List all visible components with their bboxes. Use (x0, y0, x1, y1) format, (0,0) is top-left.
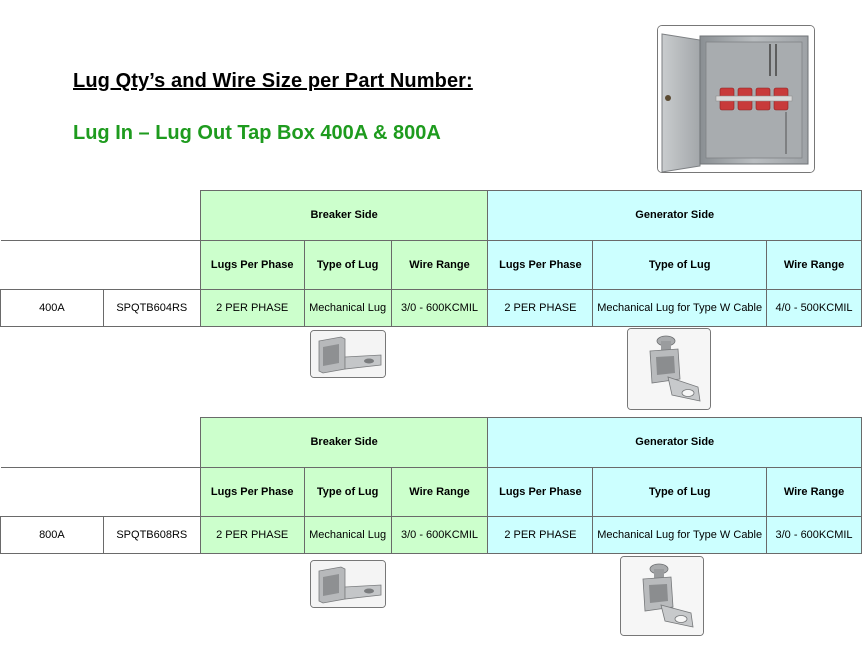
page-heading: Lug Qty’s and Wire Size per Part Number: (73, 70, 473, 92)
mechanical-lug-type-w-photo (620, 556, 704, 636)
breaker-wire-range-header: Wire Range (390, 240, 489, 290)
generator-wire-range-header: Wire Range (766, 240, 862, 290)
breaker-wire-range-cell: 3/0 - 600KCMIL (390, 289, 489, 327)
breaker-wire-range-header: Wire Range (390, 467, 489, 517)
tap-box-photo (657, 25, 815, 173)
breaker-side-header: Breaker Side (199, 417, 489, 468)
generator-wire-range-header: Wire Range (766, 467, 862, 517)
generator-side-header: Generator Side (487, 417, 862, 468)
generator-wire-range-cell: 3/0 - 600KCMIL (766, 516, 862, 554)
blank-cell (0, 467, 201, 517)
mechanical-lug-illustration (311, 331, 385, 377)
breaker-wire-range-cell: 3/0 - 600KCMIL (390, 516, 489, 554)
table-row: 400A SPQTB604RS 2 PER PHASE Mechanical L… (0, 289, 862, 327)
breaker-lug-type-cell: Mechanical Lug (303, 289, 392, 327)
rating-cell: 400A (0, 289, 104, 327)
generator-lugs-per-phase-header: Lugs Per Phase (487, 467, 594, 517)
mechanical-lug-type-w-photo (627, 328, 711, 410)
mechanical-lug-photo (310, 330, 386, 378)
blank-cell (0, 240, 201, 290)
part-number-cell: SPQTB604RS (102, 289, 201, 327)
breaker-lug-type-cell: Mechanical Lug (303, 516, 392, 554)
generator-lugs-cell: 2 PER PHASE (487, 516, 594, 554)
spec-table-400a: Breaker Side Generator Side Lugs Per Pha… (0, 190, 862, 327)
breaker-lugs-cell: 2 PER PHASE (199, 516, 305, 554)
table-row: 800A SPQTB608RS 2 PER PHASE Mechanical L… (0, 516, 862, 554)
blank-cell (0, 417, 201, 468)
rating-cell: 800A (0, 516, 104, 554)
generator-wire-range-cell: 4/0 - 500KCMIL (766, 289, 862, 327)
breaker-lugs-per-phase-header: Lugs Per Phase (199, 467, 305, 517)
blank-cell (0, 190, 201, 241)
breaker-lugs-cell: 2 PER PHASE (199, 289, 305, 327)
mechanical-lug-illustration (311, 561, 385, 607)
breaker-type-of-lug-header: Type of Lug (303, 240, 392, 290)
spec-table-800a: Breaker Side Generator Side Lugs Per Pha… (0, 417, 862, 554)
mechanical-lug-photo (310, 560, 386, 608)
breaker-type-of-lug-header: Type of Lug (303, 467, 392, 517)
generator-lug-type-cell: Mechanical Lug for Type W Cable (592, 289, 768, 327)
mechanical-lug-type-w-illustration (628, 329, 710, 409)
tap-box-illustration (658, 26, 814, 172)
page-subheading: Lug In – Lug Out Tap Box 400A & 800A (73, 122, 441, 144)
generator-type-of-lug-header: Type of Lug (592, 467, 768, 517)
generator-lugs-per-phase-header: Lugs Per Phase (487, 240, 594, 290)
part-number-cell: SPQTB608RS (102, 516, 201, 554)
generator-type-of-lug-header: Type of Lug (592, 240, 768, 290)
mechanical-lug-type-w-illustration (621, 557, 703, 635)
breaker-lugs-per-phase-header: Lugs Per Phase (199, 240, 305, 290)
generator-side-header: Generator Side (487, 190, 862, 241)
breaker-side-header: Breaker Side (199, 190, 489, 241)
generator-lugs-cell: 2 PER PHASE (487, 289, 594, 327)
generator-lug-type-cell: Mechanical Lug for Type W Cable (592, 516, 768, 554)
